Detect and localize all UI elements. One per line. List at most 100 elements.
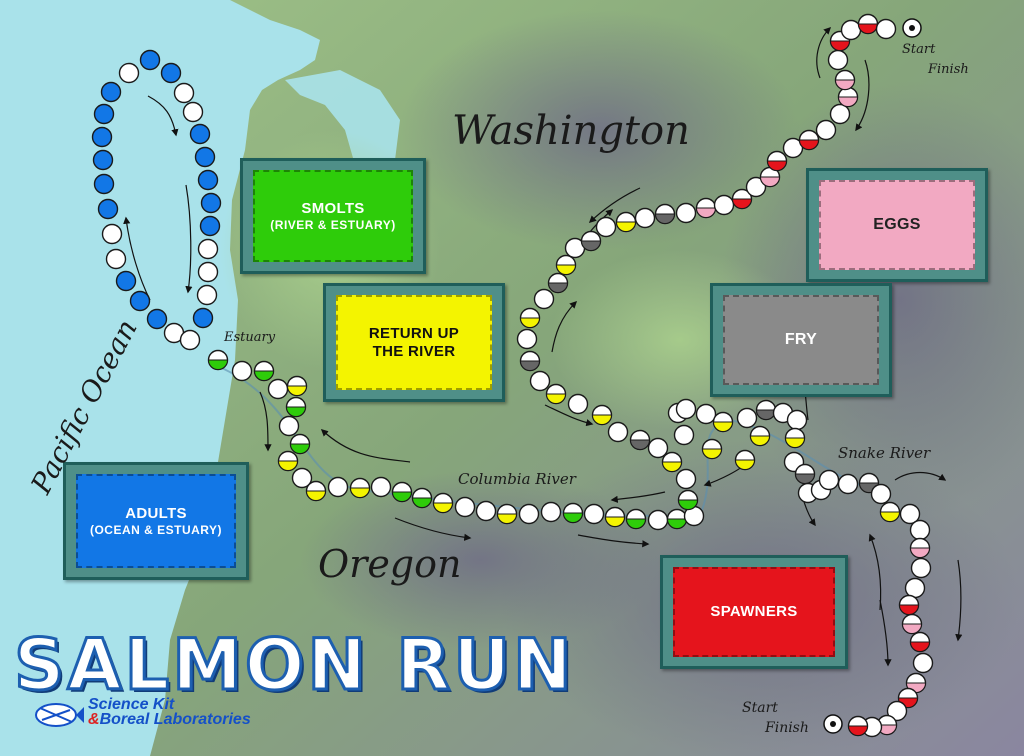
board-space[interactable]	[615, 211, 637, 233]
board-space[interactable]	[731, 188, 753, 210]
board-space[interactable]	[759, 166, 781, 188]
board-space[interactable]	[432, 492, 454, 514]
board-space[interactable]	[349, 477, 371, 499]
board-space[interactable]	[529, 370, 551, 392]
board-space[interactable]	[253, 360, 275, 382]
board-space[interactable]	[910, 557, 932, 579]
board-space[interactable]	[677, 489, 699, 511]
board-space[interactable]	[625, 508, 647, 530]
board-space[interactable]	[837, 473, 859, 495]
board-space[interactable]	[701, 438, 723, 460]
board-space[interactable]	[391, 481, 413, 503]
board-space[interactable]	[766, 150, 788, 172]
board-space[interactable]	[827, 49, 849, 71]
board-space[interactable]	[139, 49, 161, 71]
board-space[interactable]	[798, 129, 820, 151]
board-space[interactable]	[496, 503, 518, 525]
board-space[interactable]	[173, 82, 195, 104]
board-space[interactable]	[595, 216, 617, 238]
board-space[interactable]	[192, 307, 214, 329]
board-space[interactable]	[901, 613, 923, 635]
board-space[interactable]	[818, 469, 840, 491]
board-space[interactable]	[736, 407, 758, 429]
board-space[interactable]	[784, 427, 806, 449]
board-space[interactable]	[647, 437, 669, 459]
board-space[interactable]	[327, 476, 349, 498]
board-space[interactable]	[675, 398, 697, 420]
board-space[interactable]	[118, 62, 140, 84]
board-space[interactable]	[897, 687, 919, 709]
board-space[interactable]	[285, 396, 307, 418]
board-space[interactable]	[870, 483, 892, 505]
board-space[interactable]	[182, 101, 204, 123]
board-space[interactable]	[196, 284, 218, 306]
board-space[interactable]	[847, 715, 869, 737]
board-space[interactable]	[200, 192, 222, 214]
board-space[interactable]	[712, 411, 734, 433]
board-space[interactable]	[289, 433, 311, 455]
board-space[interactable]	[197, 261, 219, 283]
board-space[interactable]	[91, 126, 113, 148]
board-space[interactable]	[93, 103, 115, 125]
board-space[interactable]	[519, 350, 541, 372]
board-space[interactable]	[909, 631, 931, 653]
board-space[interactable]	[545, 383, 567, 405]
board-space[interactable]	[277, 450, 299, 472]
board-space[interactable]	[370, 476, 392, 498]
board-space[interactable]	[879, 501, 901, 523]
board-space[interactable]	[904, 577, 926, 599]
board-space[interactable]	[898, 594, 920, 616]
board-space[interactable]	[713, 194, 735, 216]
board-space[interactable]	[666, 508, 688, 530]
board-space[interactable]	[749, 425, 771, 447]
board-space[interactable]	[629, 429, 651, 451]
board-space[interactable]	[634, 207, 656, 229]
board-space[interactable]	[909, 537, 931, 559]
board-space[interactable]	[411, 487, 433, 509]
card-smolts[interactable]: SMOLTS (RIVER & ESTUARY)	[240, 158, 426, 274]
board-space[interactable]	[912, 652, 934, 674]
board-space[interactable]	[886, 700, 908, 722]
card-spawners[interactable]: SPAWNERS	[660, 555, 848, 669]
board-space[interactable]	[93, 173, 115, 195]
card-return-up-the-river[interactable]: RETURN UP THE RIVER	[323, 283, 505, 402]
board-space[interactable]	[875, 18, 897, 40]
board-space[interactable]	[547, 272, 569, 294]
card-fry[interactable]: FRY	[710, 283, 892, 397]
board-space[interactable]	[734, 449, 756, 471]
board-space[interactable]	[675, 202, 697, 224]
board-space[interactable]	[160, 62, 182, 84]
board-space[interactable]	[647, 509, 669, 531]
board-space[interactable]	[857, 13, 879, 35]
board-space[interactable]	[199, 215, 221, 237]
board-space[interactable]	[291, 467, 313, 489]
board-space[interactable]	[286, 375, 308, 397]
board-space[interactable]	[562, 502, 584, 524]
board-space[interactable]	[146, 308, 168, 330]
board-space[interactable]	[815, 119, 837, 141]
board-space[interactable]	[92, 149, 114, 171]
board-space[interactable]	[519, 307, 541, 329]
board-space[interactable]	[786, 409, 808, 431]
board-space[interactable]	[197, 169, 219, 191]
board-space[interactable]	[837, 86, 859, 108]
board-space[interactable]	[475, 500, 497, 522]
board-space[interactable]	[661, 451, 683, 473]
board-space[interactable]	[745, 176, 767, 198]
board-space[interactable]	[555, 254, 577, 276]
board-space[interactable]	[840, 19, 862, 41]
board-space[interactable]	[207, 349, 229, 371]
board-space[interactable]	[278, 415, 300, 437]
board-space[interactable]	[794, 463, 816, 485]
board-space[interactable]	[673, 424, 695, 446]
board-space[interactable]	[876, 714, 898, 736]
board-space[interactable]	[899, 503, 921, 525]
board-space[interactable]	[695, 403, 717, 425]
board-space[interactable]	[179, 329, 201, 351]
board-space[interactable]	[591, 404, 613, 426]
board-space[interactable]	[267, 378, 289, 400]
board-space[interactable]	[518, 503, 540, 525]
board-space[interactable]	[129, 290, 151, 312]
board-space[interactable]	[194, 146, 216, 168]
card-adults[interactable]: ADULTS (OCEAN & ESTUARY)	[63, 462, 249, 580]
